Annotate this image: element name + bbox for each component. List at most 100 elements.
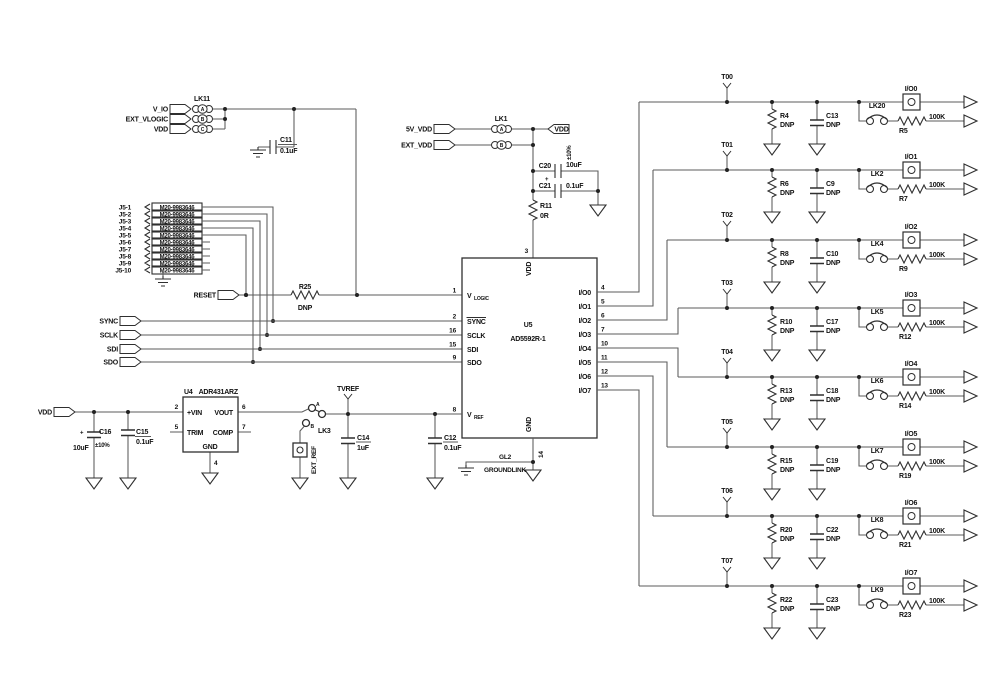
pin-vlogic-label: V	[467, 293, 472, 300]
resistor-icon	[897, 116, 927, 126]
io-label: I/O0	[905, 86, 918, 93]
io-channel-4: T04 R13 DNP C18 DNP LK6 R14 100K I/O4	[678, 349, 978, 431]
lk11-opt-b: B	[201, 117, 205, 123]
r2-ref: R5	[899, 128, 908, 135]
ground-icon	[808, 281, 826, 294]
5v-vdd-label: 5V_VDD	[406, 127, 432, 134]
pin-io0-label: I/O0	[579, 290, 592, 297]
r2-ref: R19	[899, 473, 912, 480]
junction-dots	[725, 375, 861, 379]
r-ref: R4	[780, 113, 789, 120]
testpoint-icon	[722, 220, 732, 227]
j5-part-label: M20-9983646	[160, 255, 196, 261]
junction-dots	[223, 107, 296, 121]
cap-label-underlines	[135, 435, 458, 443]
v-io-flag	[169, 104, 192, 114]
pin-number: 1	[453, 288, 457, 295]
sdo-flag	[119, 357, 142, 367]
pin-number: 8	[453, 407, 457, 414]
ground-icon	[339, 477, 357, 490]
c12-capacitor-icon	[427, 437, 443, 445]
io-connector-icon	[902, 577, 921, 595]
junction-dot	[531, 460, 535, 464]
junction-dots	[725, 306, 861, 310]
serial-signals: RESET R25 DNP SYNC SCLK SDI SDO	[99, 284, 462, 367]
wires	[455, 128, 599, 258]
lk1-opt-a: A	[500, 127, 504, 133]
pin-number: 2	[453, 314, 457, 321]
output-arrow-icon	[963, 301, 978, 315]
io-label: I/O1	[905, 154, 918, 161]
r11-ref: R11	[540, 203, 552, 210]
io-label: I/O6	[905, 500, 918, 507]
c-ref: C9	[826, 181, 835, 188]
c-value: DNP	[826, 190, 841, 197]
resistor-icon	[897, 461, 927, 471]
u4-body	[182, 396, 239, 453]
testpoint-icon	[722, 566, 732, 573]
r2-ref: R7	[899, 196, 908, 203]
ground-icon	[249, 146, 267, 158]
output-arrow-icon	[963, 459, 978, 473]
vlogic-selector: LK11 V_IO EXT_VLOGIC VDD A B C C11 0.1uF	[126, 96, 357, 295]
c-value: DNP	[826, 536, 841, 543]
pin-comp-label: COMP	[213, 430, 234, 437]
io-connector-icon	[902, 231, 921, 249]
output-arrow-icon	[963, 163, 978, 177]
j5-part-label: M20-9983646	[160, 227, 196, 233]
reset-label: RESET	[194, 293, 217, 300]
j5-pin-label: J5-7	[119, 247, 132, 254]
pin-sdi-label: SDI	[467, 347, 478, 354]
pin-number: 2	[175, 404, 179, 411]
r-value: DNP	[780, 260, 795, 267]
wires	[141, 294, 462, 363]
vdd-label: VDD	[154, 127, 168, 134]
v-io-label: V_IO	[153, 107, 169, 114]
vdd-out-label: VDD	[554, 127, 568, 134]
lk-label: LK4	[871, 241, 884, 248]
vdd-flag	[169, 124, 192, 134]
u4-ref: U4	[184, 389, 193, 396]
pin-vref-sub: REF	[474, 415, 484, 421]
junction-dots	[725, 514, 861, 518]
ground-icon	[154, 275, 172, 287]
c12-ref: C12	[444, 435, 457, 442]
capacitor-icon	[809, 187, 825, 195]
lk11-opt-a: A	[201, 107, 205, 113]
pin-io1-label: I/O1	[579, 304, 592, 311]
pin-io7-label: I/O7	[579, 388, 592, 395]
ext-vdd-flag	[433, 140, 456, 150]
j5-connector: J5-1 J5-2 J5-3 J5-4 J5-5 J5-6 J5-7 J5-8 …	[115, 202, 275, 364]
u5-ref: U5	[524, 322, 533, 329]
testpoint-label: T05	[721, 419, 733, 426]
lk1-label: LK1	[495, 116, 508, 123]
io-channel-6: T06 R20 DNP C22 DNP LK8 R21 100K I/O6	[653, 488, 978, 570]
c21-capacitor-icon	[554, 184, 562, 198]
c21-ref: C21	[539, 183, 552, 190]
j5-pin-label: J5-9	[119, 261, 132, 268]
vdd-flag	[53, 407, 76, 417]
resistor-icon	[897, 600, 927, 610]
capacitor-icon	[809, 325, 825, 333]
j5-pin-label: J5-1	[119, 205, 132, 212]
c14-ref: C14	[357, 435, 370, 442]
pin-io5-label: I/O5	[579, 360, 592, 367]
r-ref: R15	[780, 458, 793, 465]
pin-io3-label: I/O3	[579, 332, 592, 339]
r25-resistor-icon	[290, 290, 320, 300]
c12-value: 0.1uF	[444, 445, 462, 452]
r-value: DNP	[780, 606, 795, 613]
resistor-icon	[767, 176, 777, 198]
pin-vout-label: VOUT	[214, 410, 234, 417]
output-arrow-icon	[963, 252, 978, 266]
capacitor-icon	[809, 464, 825, 472]
c14-value: 1uF	[357, 445, 370, 452]
c16-ref: C16	[99, 429, 112, 436]
pin-gnd-label: GND	[203, 444, 218, 451]
ground-icon	[808, 488, 826, 501]
lk-label: LK8	[871, 517, 884, 524]
r-ref: R20	[780, 527, 793, 534]
ground-icon	[201, 472, 219, 485]
ground-icon	[763, 143, 781, 156]
c-ref: C18	[826, 388, 839, 395]
